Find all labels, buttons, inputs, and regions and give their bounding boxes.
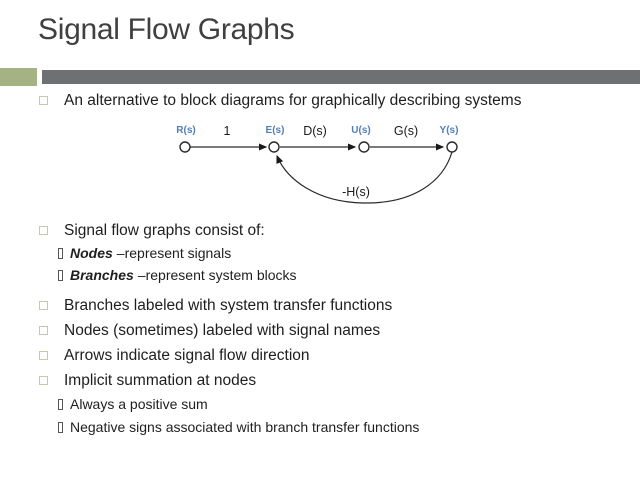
square-bullet-icon: [39, 326, 48, 335]
branch-label-gs: G(s): [394, 124, 418, 138]
node-u: [358, 141, 370, 153]
bullet-summation: Implicit summation at nodes: [39, 371, 256, 390]
square-bullet-icon: [39, 96, 48, 105]
term-branches: Branches: [70, 267, 134, 283]
bullet-consist-of: Signal flow graphs consist of:: [39, 221, 265, 240]
bullet-text: Nodes (sometimes) labeled with signal na…: [64, 322, 381, 339]
sub-bullet-icon: [58, 422, 63, 433]
sub-bullet-text: Negative signs associated with branch tr…: [70, 419, 420, 435]
bullet-arrows: Arrows indicate signal flow direction: [39, 346, 310, 365]
sub-bullet-icon: [58, 399, 63, 410]
node-r: [179, 141, 191, 153]
square-bullet-icon: [39, 376, 48, 385]
node-y: [446, 141, 458, 153]
signal-flow-graph-diagram: R(s) E(s) U(s) Y(s) 1 D(s) G(s) -H(s): [176, 124, 459, 204]
sub-bullet-branches: Branches–represent system blocks: [58, 267, 297, 284]
bullet-text: Arrows indicate signal flow direction: [64, 347, 310, 364]
node-e: [268, 141, 280, 153]
branch-label-1: 1: [224, 124, 231, 138]
node-label-u: U(s): [351, 125, 370, 136]
sub-bullet-icon: [58, 248, 63, 259]
title-divider-bar: [42, 70, 640, 84]
node-label-e: E(s): [266, 125, 285, 136]
sub-bullet-text: Branches–represent system blocks: [70, 267, 297, 284]
bullet-text: Signal flow graphs consist of:: [64, 222, 265, 239]
sub-bullet-nodes: Nodes–represent signals: [58, 245, 231, 262]
feedback-branch: [276, 151, 453, 204]
sub-bullet-negative-signs: Negative signs associated with branch tr…: [58, 419, 419, 436]
node-label-r: R(s): [176, 125, 195, 136]
square-bullet-icon: [39, 226, 48, 235]
accent-green-block: [0, 68, 37, 86]
bullet-text: Branches labeled with system transfer fu…: [64, 297, 393, 314]
slide-title: Signal Flow Graphs: [38, 13, 295, 46]
branch-label-ds: D(s): [303, 124, 327, 138]
term-rest: –represent system blocks: [137, 267, 297, 283]
sub-bullet-icon: [58, 270, 63, 281]
bullet-branches-labeled: Branches labeled with system transfer fu…: [39, 296, 392, 315]
square-bullet-icon: [39, 351, 48, 360]
term-rest: –represent signals: [116, 245, 232, 261]
bullet-alternative: An alternative to block diagrams for gra…: [39, 91, 521, 110]
bullet-text: An alternative to block diagrams for gra…: [64, 92, 522, 109]
bullet-text: Implicit summation at nodes: [64, 372, 257, 389]
sub-bullet-positive-sum: Always a positive sum: [58, 396, 208, 413]
sub-bullet-text: Always a positive sum: [70, 396, 208, 412]
term-nodes: Nodes: [70, 245, 113, 261]
sub-bullet-text: Nodes–represent signals: [70, 245, 231, 262]
bullet-nodes-labeled: Nodes (sometimes) labeled with signal na…: [39, 321, 380, 340]
branch-label-hs: -H(s): [342, 185, 370, 199]
node-label-y: Y(s): [440, 125, 459, 136]
square-bullet-icon: [39, 301, 48, 310]
